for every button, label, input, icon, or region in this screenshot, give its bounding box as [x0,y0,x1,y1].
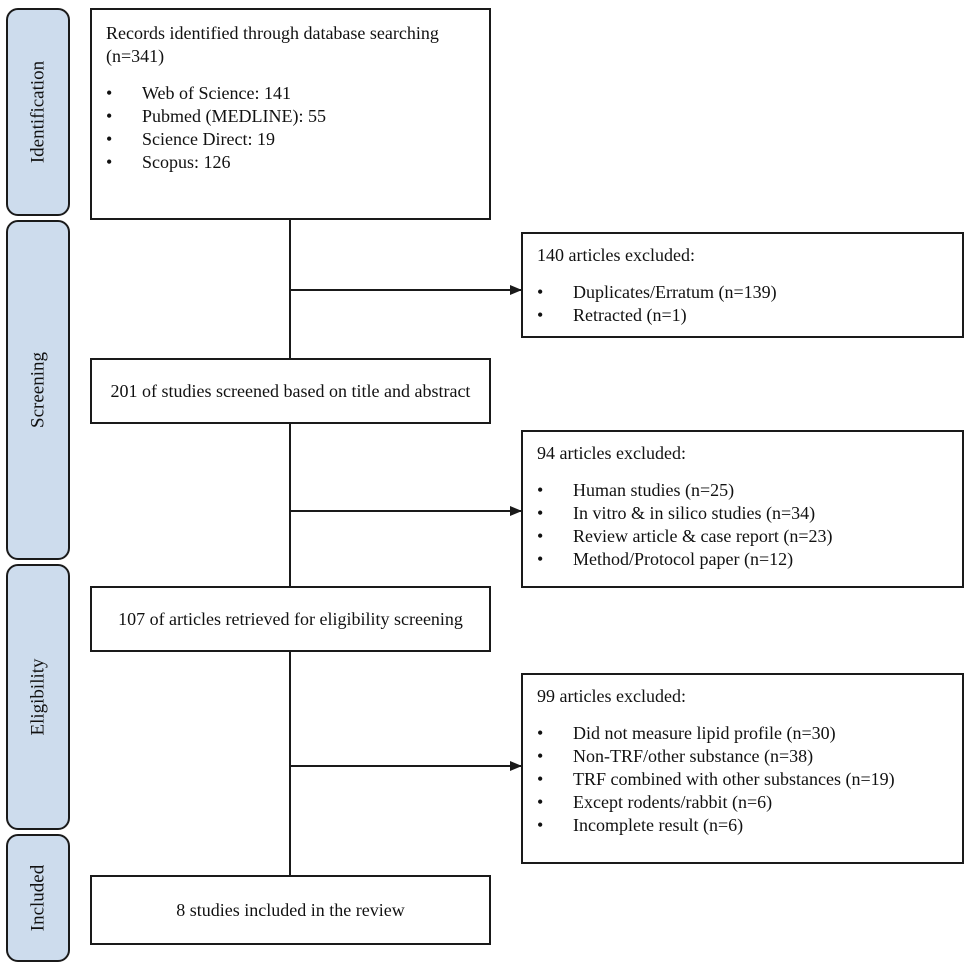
list-item: Non-TRF/other substance (n=38) [537,745,948,768]
phase-identification: Identification [6,8,70,216]
list-item: Method/Protocol paper (n=12) [537,548,948,571]
database-list: Web of Science: 141 Pubmed (MEDLINE): 55… [106,82,475,174]
list-item: Web of Science: 141 [106,82,475,105]
list-item: Duplicates/Erratum (n=139) [537,281,948,304]
list-item: In vitro & in silico studies (n=34) [537,502,948,525]
list-item: Human studies (n=25) [537,479,948,502]
exclusion-1-heading: 140 articles excluded: [537,245,695,265]
phase-included: Included [6,834,70,962]
list-item: Except rodents/rabbit (n=6) [537,791,948,814]
list-item: Scopus: 126 [106,151,475,174]
list-item: Did not measure lipid profile (n=30) [537,722,948,745]
records-identified-heading: Records identified through database sear… [106,23,439,66]
list-item: Incomplete result (n=6) [537,814,948,837]
exclusion-box-1: 140 articles excluded: Duplicates/Erratu… [521,232,964,338]
exclusion-2-heading: 94 articles excluded: [537,443,686,463]
exclusion-3-heading: 99 articles excluded: [537,686,686,706]
phase-eligibility: Eligibility [6,564,70,830]
included-text: 8 studies included in the review [176,899,405,920]
exclusion-box-2: 94 articles excluded: Human studies (n=2… [521,430,964,588]
exclusion-box-3: 99 articles excluded: Did not measure li… [521,673,964,864]
included-box: 8 studies included in the review [90,875,491,945]
records-identified-box: Records identified through database sear… [90,8,491,220]
exclusion-3-list: Did not measure lipid profile (n=30) Non… [537,722,948,837]
retrieved-text: 107 of articles retrieved for eligibilit… [118,608,463,629]
list-item: Pubmed (MEDLINE): 55 [106,105,475,128]
list-item: Science Direct: 19 [106,128,475,151]
phase-screening: Screening [6,220,70,560]
exclusion-2-list: Human studies (n=25) In vitro & in silic… [537,479,948,571]
list-item: Retracted (n=1) [537,304,948,327]
screened-text: 201 of studies screened based on title a… [110,380,471,401]
screened-box: 201 of studies screened based on title a… [90,358,491,424]
exclusion-1-list: Duplicates/Erratum (n=139) Retracted (n=… [537,281,948,327]
retrieved-box: 107 of articles retrieved for eligibilit… [90,586,491,652]
list-item: Review article & case report (n=23) [537,525,948,548]
list-item: TRF combined with other substances (n=19… [537,768,948,791]
